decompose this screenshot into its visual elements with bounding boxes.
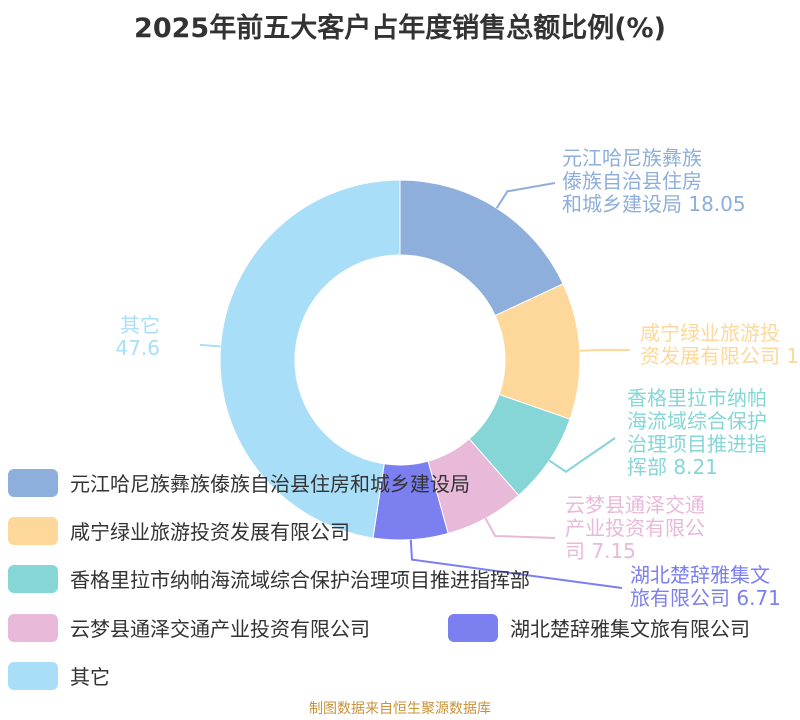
legend-swatch xyxy=(8,516,58,545)
leader-line-5 xyxy=(199,343,221,348)
legend-swatch xyxy=(8,661,58,690)
legend-item[interactable]: 咸宁绿业旅游投资发展有限公司 xyxy=(8,516,350,545)
chart-title: 2025年前五大客户占年度销售总额比例(%) xyxy=(134,13,666,44)
legend-swatch xyxy=(8,564,58,593)
data-label-4: 湖北楚辞雅集文旅有限公司 6.71 xyxy=(630,563,781,610)
data-label-2: 香格里拉市纳帕海流域综合保护治理项目推进指挥部 8.21 xyxy=(627,386,767,479)
legend-label: 湖北楚辞雅集文旅有限公司 xyxy=(510,617,750,641)
legend-item[interactable]: 其它 xyxy=(8,661,110,690)
leader-line-1 xyxy=(579,348,631,352)
data-label-3: 云梦县通泽交通产业投资有限公司 7.15 xyxy=(565,493,705,563)
legend-item[interactable]: 香格里拉市纳帕海流域综合保护治理项目推进指挥部 xyxy=(8,564,530,593)
legend-item[interactable]: 元江哈尼族彝族傣族自治县住房和城乡建设局 xyxy=(8,468,470,497)
legend-item[interactable]: 云梦县通泽交通产业投资有限公司 xyxy=(8,613,370,642)
leader-line-3 xyxy=(484,517,556,539)
slice-0[interactable] xyxy=(399,179,564,317)
leader-line-0 xyxy=(495,182,556,209)
legend-label: 元江哈尼族彝族傣族自治县住房和城乡建设局 xyxy=(70,472,470,496)
legend-item[interactable]: 湖北楚辞雅集文旅有限公司 xyxy=(448,613,750,642)
legend-swatch xyxy=(448,613,498,642)
source-note: 制图数据来自恒生聚源数据库 xyxy=(309,701,491,717)
legend-label: 咸宁绿业旅游投资发展有限公司 xyxy=(70,520,350,544)
leader-line-4 xyxy=(409,539,623,589)
legend-label: 其它 xyxy=(70,665,110,689)
legend-label: 云梦县通泽交通产业投资有限公司 xyxy=(70,617,370,641)
legend-swatch xyxy=(8,613,58,642)
data-label-0: 元江哈尼族彝族傣族自治县住房和城乡建设局 18.05 xyxy=(562,146,746,216)
legend-label: 香格里拉市纳帕海流域综合保护治理项目推进指挥部 xyxy=(70,568,530,592)
data-label-1: 咸宁绿业旅游投资发展有限公司 12.28 xyxy=(640,321,800,368)
leader-line-2 xyxy=(548,437,616,473)
legend-swatch xyxy=(8,468,58,497)
slice-5[interactable] xyxy=(219,179,401,539)
